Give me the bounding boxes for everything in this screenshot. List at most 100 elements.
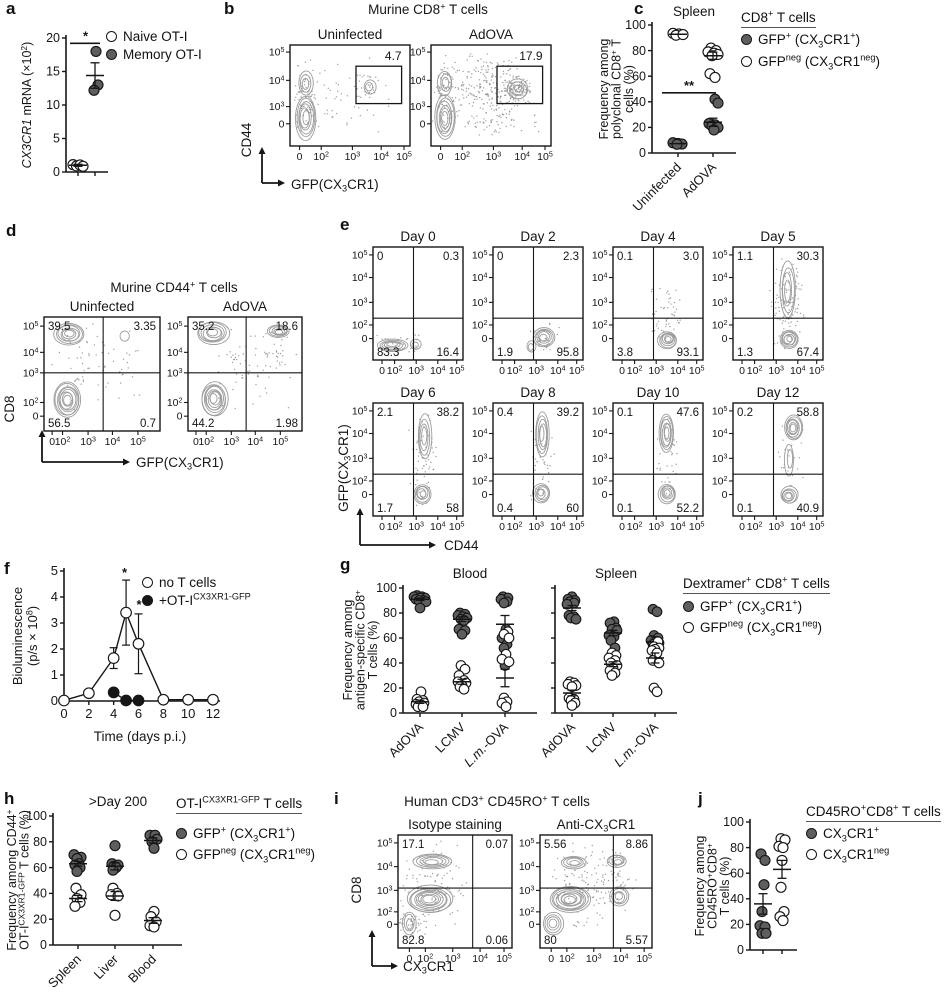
- quadrant-value: 0: [497, 251, 503, 263]
- x-tick: 103: [345, 151, 361, 163]
- text-label: 5: [51, 563, 58, 578]
- chart-title: >Day 200: [89, 794, 147, 809]
- y-tick: 102: [592, 319, 608, 331]
- quadrant-value: 1.1: [737, 251, 753, 263]
- legend-c-header: CD8+ T cells: [741, 9, 816, 28]
- y-tick: 103: [23, 367, 39, 379]
- panel-label-d: d: [6, 221, 17, 240]
- legend-h-gfp-pos: GFP+ (CX3CR1+): [176, 825, 295, 843]
- quadrant-value: 58.8: [797, 407, 819, 419]
- text-label: 2: [85, 706, 92, 721]
- y-tick: 104: [592, 428, 608, 440]
- y-tick: 105: [712, 405, 728, 417]
- open-circle-icon: [741, 56, 752, 68]
- quadrant-value: 39.2: [557, 407, 579, 419]
- x-category-label: L.m.-OVA: [461, 719, 512, 770]
- legend-label: Naive OT-I: [123, 29, 188, 44]
- text-label: 100: [723, 815, 744, 829]
- flow-y-axis-label: CD44: [239, 122, 254, 157]
- x-tick: 102: [387, 365, 403, 377]
- x-tick: 104: [514, 151, 530, 163]
- panel-label-a: a: [6, 0, 16, 18]
- y-axis-label: Bioluminescence: [10, 587, 25, 685]
- flow-plot-title: Isotype staining: [408, 817, 502, 832]
- x-tick: 0: [739, 521, 745, 533]
- flow-x-axis-label: GFP(CX3CR1): [136, 455, 224, 472]
- data-point: [503, 656, 515, 668]
- y-tick: 104: [519, 861, 535, 873]
- data-point: [777, 914, 789, 927]
- x-category-label: Spleen: [45, 952, 84, 991]
- data-point: [414, 602, 426, 614]
- quadrant-value: 0: [377, 251, 383, 263]
- quadrant-value: 0.7: [140, 418, 156, 430]
- quadrant-value: 3.8: [617, 347, 633, 359]
- y-tick: 0: [177, 411, 183, 423]
- y-tick: 0: [362, 333, 368, 345]
- x-tick: 104: [105, 436, 121, 448]
- panel-label-f: f: [4, 559, 10, 578]
- data-point: [756, 906, 768, 918]
- y-tick: 104: [377, 861, 393, 873]
- flow-plot-title: Day 4: [640, 229, 676, 244]
- filled-circle-icon: [142, 595, 153, 607]
- x-tick: 104: [430, 365, 446, 377]
- text-label: 10: [181, 706, 195, 721]
- x-tick: 0: [297, 151, 303, 163]
- open-circle-icon: [176, 849, 187, 861]
- data-point: [651, 606, 663, 618]
- legend-label: GFPneg (CX3CR1neg): [758, 52, 881, 72]
- x-category-label: Uninfected: [630, 160, 685, 215]
- quadrant-value: 0.4: [497, 407, 514, 419]
- x-tick: 103: [408, 365, 424, 377]
- y-tick: 102: [377, 906, 393, 918]
- text-label: 10: [46, 98, 60, 112]
- quadrant-value: 0.1: [617, 503, 633, 515]
- legend-label: CX3CR1+: [823, 824, 880, 844]
- text-label: 0: [390, 706, 397, 720]
- panel-b-chart: Murine CD8+ T cellsUninfected10510410300…: [239, 2, 553, 194]
- x-category-label: AdOVA: [679, 159, 720, 200]
- text-label: 20: [383, 681, 397, 695]
- quadrant-value: 56.5: [48, 418, 70, 430]
- x-tick: 105: [569, 365, 585, 377]
- x-tick: 103: [445, 953, 461, 965]
- panel-title: Human CD3+ CD45RO+ T cells: [404, 794, 590, 809]
- y-axis-label: Frequency among: [341, 600, 355, 701]
- y-tick: 105: [410, 46, 426, 58]
- text-label: 40: [383, 656, 397, 670]
- x-tick: 102: [627, 521, 643, 533]
- significance: *: [121, 565, 127, 580]
- y-axis-label: OT-ICX3XR1-GFP T cells (%): [16, 810, 31, 950]
- x-tick: 104: [613, 953, 629, 965]
- text-label: 0: [60, 706, 67, 721]
- x-tick: 105: [636, 953, 652, 965]
- chart-title: Spleen: [673, 4, 715, 19]
- y-tick: 0: [529, 919, 535, 931]
- x-tick: 102: [198, 436, 214, 448]
- text-label: 100: [26, 809, 47, 823]
- panel-title: Murine CD8+ T cells: [368, 2, 488, 17]
- y-axis-label: Frequency among CD44+: [4, 809, 19, 950]
- quadrant-value: 44.2: [192, 418, 214, 430]
- x-tick: 102: [627, 365, 643, 377]
- data-point: [775, 881, 787, 893]
- quadrant-value: 83.3: [377, 347, 399, 359]
- y-tick: 104: [167, 346, 183, 358]
- panel-label-c: c: [634, 0, 644, 18]
- x-tick: 0: [49, 436, 55, 448]
- text-label: 3: [51, 615, 58, 630]
- x-tick: 104: [472, 953, 488, 965]
- x-tick: 103: [80, 436, 96, 448]
- text-label: 0: [639, 146, 646, 160]
- legend-g-header: Dextramer+ CD8+ T cells: [683, 575, 830, 594]
- panel-label-g: g: [340, 555, 351, 574]
- legend-label: +OT-ICX3XR1-GFP: [159, 591, 251, 608]
